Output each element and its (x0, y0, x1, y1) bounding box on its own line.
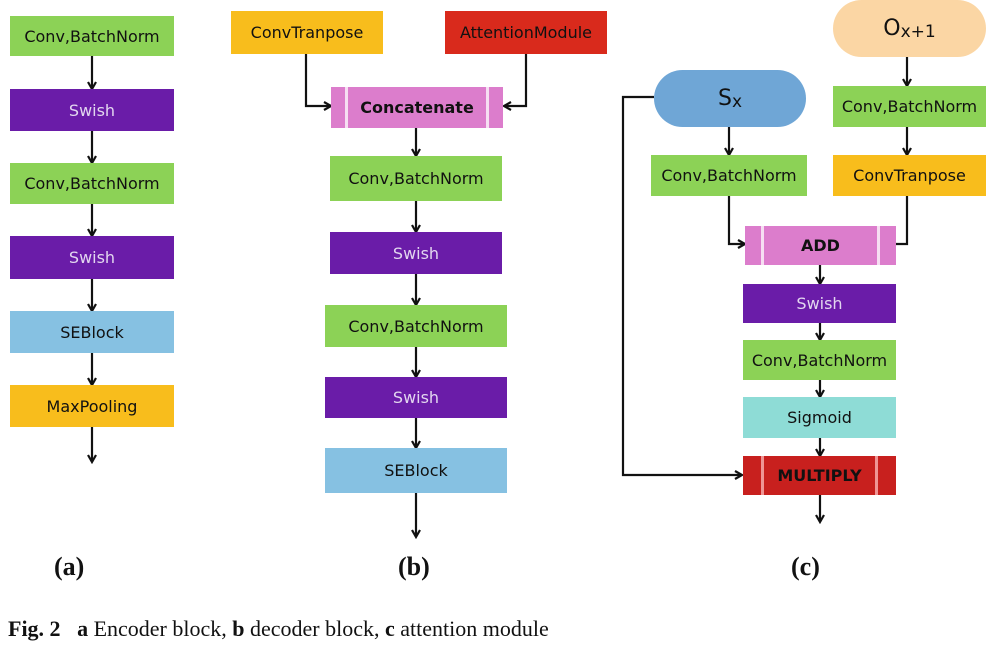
caption-text-b: decoder block, (244, 616, 385, 641)
panel-a-conv-batchnorm-2: Conv,BatchNorm (10, 163, 174, 204)
panel-c-left-conv-batchnorm: Conv,BatchNorm (651, 155, 807, 196)
caption-text-c: attention module (394, 616, 549, 641)
panel-a-swish-1: Swish (10, 89, 174, 131)
panel-c-add: ADD (745, 226, 896, 265)
panel-a-maxpooling: MaxPooling (10, 385, 174, 427)
panel-b-concatenate: Concatenate (331, 87, 503, 128)
caption-key-c: c (384, 616, 395, 641)
panel-b-convtranpose-input: ConvTranpose (231, 11, 383, 54)
panel-c-label: (c) (791, 552, 820, 581)
caption-fig-number: Fig. 2 (8, 616, 61, 641)
panel-b-conv-batchnorm-1: Conv,BatchNorm (330, 156, 502, 201)
panel-c-multiply: MULTIPLY (743, 456, 896, 495)
caption-text-a: Encoder block, (88, 616, 233, 641)
add-right-bar (877, 226, 880, 265)
panel-c-convtranpose: ConvTranpose (833, 155, 986, 196)
concat-right-bar (486, 87, 489, 128)
add-label: ADD (801, 236, 840, 255)
add-left-bar (761, 226, 764, 265)
multiply-label: MULTIPLY (777, 466, 862, 485)
figure-caption: Fig. 2 a Encoder block, b decoder block,… (8, 616, 549, 642)
panel-b-attentionmodule-input: AttentionModule (445, 11, 607, 54)
multiply-right-bar (875, 456, 878, 495)
panel-b-conv-batchnorm-2: Conv,BatchNorm (325, 305, 507, 347)
panel-b-seblock: SEBlock (325, 448, 507, 493)
panel-c-right-conv-batchnorm: Conv,BatchNorm (833, 86, 986, 127)
panel-b-swish-1: Swish (330, 232, 502, 274)
panel-a-seblock: SEBlock (10, 311, 174, 353)
concat-left-bar (345, 87, 348, 128)
s-input-main: S (717, 86, 732, 111)
panel-c-swish: Swish (743, 284, 896, 323)
o-input-main: O (883, 16, 901, 41)
caption-key-a: a (77, 616, 89, 641)
s-input-subscript: x (731, 91, 743, 112)
panel-a-label: (a) (54, 552, 85, 581)
concat-label: Concatenate (360, 98, 474, 117)
panel-c-sigmoid: Sigmoid (743, 397, 896, 438)
multiply-left-bar (761, 456, 764, 495)
panel-a-conv-batchnorm-1: Conv,BatchNorm (10, 16, 174, 56)
o-input-subscript: x+1 (900, 21, 936, 42)
panel-b-swish-2: Swish (325, 377, 507, 418)
panel-c-conv-batchnorm: Conv,BatchNorm (743, 340, 896, 380)
caption-key-b: b (232, 616, 245, 641)
panel-b-label: (b) (398, 552, 430, 581)
panel-a-swish-2: Swish (10, 236, 174, 279)
